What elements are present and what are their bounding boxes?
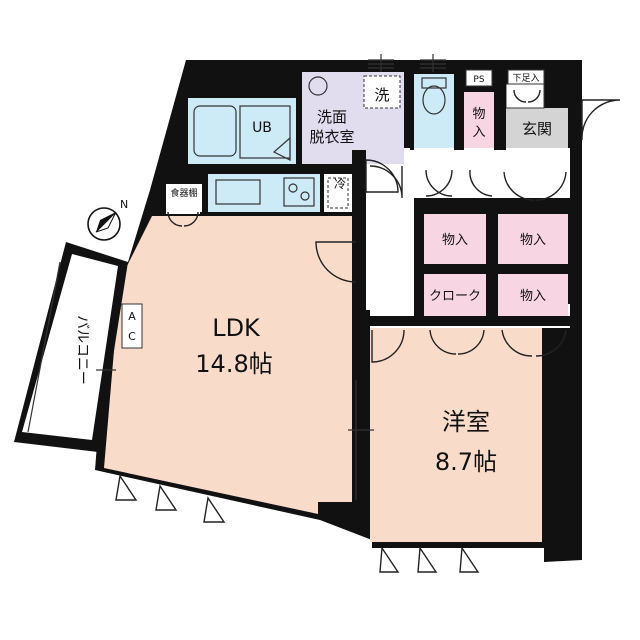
washroom-label-1: 洗面 xyxy=(317,108,347,126)
ub-label: UB xyxy=(252,120,272,136)
shoe-box-label-box xyxy=(507,69,545,85)
ldk-room[interactable] xyxy=(104,216,352,514)
storage-wall-r xyxy=(494,70,506,150)
burner-icon xyxy=(288,183,298,193)
western-top-wall xyxy=(366,316,570,326)
ldk-door[interactable] xyxy=(315,241,357,283)
toilet-wall-r xyxy=(454,70,464,150)
bathtub xyxy=(193,105,237,157)
ac-label-a: A xyxy=(128,310,136,323)
storage-1-label: 物入 xyxy=(442,233,468,248)
stove xyxy=(283,177,315,207)
top-storage-label-1: 物 xyxy=(472,107,485,122)
washroom-door[interactable] xyxy=(369,165,403,199)
window-icon xyxy=(115,474,138,501)
balcony-label: バルコニー xyxy=(74,315,90,385)
ub-sink xyxy=(272,136,291,161)
balcony-floor[interactable] xyxy=(22,254,118,440)
storage-door[interactable] xyxy=(501,329,567,357)
top-storage[interactable] xyxy=(464,92,494,148)
toilet-tank xyxy=(421,77,447,89)
cloak-door[interactable] xyxy=(429,329,485,355)
wash-basin xyxy=(308,76,328,96)
western-room[interactable] xyxy=(370,326,542,542)
ldk-label: LDK xyxy=(212,314,261,342)
western-door[interactable] xyxy=(371,329,405,363)
washroom-label-2: 脱衣室 xyxy=(309,128,354,146)
top-storage-label-2: 入 xyxy=(472,125,485,140)
shoe-box-label: 下足入 xyxy=(512,73,539,84)
closet-wall-m xyxy=(486,198,498,318)
entrance-room[interactable] xyxy=(506,108,568,148)
ldk-partition xyxy=(352,150,366,506)
toilet-wall-l xyxy=(410,70,414,150)
entrance-door[interactable] xyxy=(581,99,621,141)
hall-door[interactable] xyxy=(365,159,399,193)
closet-wall-h xyxy=(424,264,568,274)
vent-icon-2 xyxy=(420,54,446,72)
cloak-closet[interactable] xyxy=(424,274,486,316)
storage-2-label: 物入 xyxy=(520,233,546,248)
shoe-box-door[interactable] xyxy=(513,89,541,103)
closet-door-b[interactable] xyxy=(469,169,493,197)
window-icon xyxy=(379,545,400,573)
ps-label: PS xyxy=(473,75,484,85)
window-icon xyxy=(459,545,480,573)
window-icon xyxy=(155,484,178,511)
storage-closet-2[interactable] xyxy=(498,214,568,264)
balcony-rail xyxy=(27,261,61,433)
burner-icon xyxy=(300,191,310,201)
unit-bath-room[interactable] xyxy=(188,98,296,164)
kitchen-wall xyxy=(188,164,366,174)
ac-unit xyxy=(121,303,143,349)
cloak-label: クローク xyxy=(429,289,481,304)
storage-3-label: 物入 xyxy=(520,289,546,304)
cupboard-door[interactable] xyxy=(167,211,199,227)
counter-edge xyxy=(200,212,322,216)
window-icon xyxy=(417,545,438,573)
toilet-room[interactable] xyxy=(414,74,454,148)
ub-floor xyxy=(239,105,291,159)
entrance-label: 玄関 xyxy=(522,120,552,138)
washer-label: 洗 xyxy=(374,86,389,104)
cupboard-label: 食器棚 xyxy=(170,187,197,199)
kitchen-sink xyxy=(215,179,261,205)
vent-icon-1 xyxy=(368,54,394,72)
compass-label: N xyxy=(120,198,128,211)
toilet-bowl-icon xyxy=(422,85,446,115)
closet-door-c[interactable] xyxy=(503,171,567,201)
ps-box xyxy=(465,69,493,87)
fridge-label: 冷 xyxy=(334,177,346,191)
storage-closet-3[interactable] xyxy=(498,274,568,316)
ub-partition xyxy=(296,66,302,166)
storage-closet-1[interactable] xyxy=(424,214,486,264)
washer-pan xyxy=(363,75,401,109)
closet-wall-l xyxy=(414,198,424,318)
western-label: 洋室 xyxy=(442,408,490,436)
ac-label-c: C xyxy=(128,330,136,343)
ldk-size: 14.8帖 xyxy=(195,350,272,378)
western-size: 8.7帖 xyxy=(435,448,497,476)
cupboard-space[interactable] xyxy=(166,184,202,214)
fridge-outline xyxy=(327,177,349,209)
compass-icon xyxy=(87,207,121,241)
window-icon xyxy=(203,496,226,523)
closet-door-a[interactable] xyxy=(425,169,453,197)
